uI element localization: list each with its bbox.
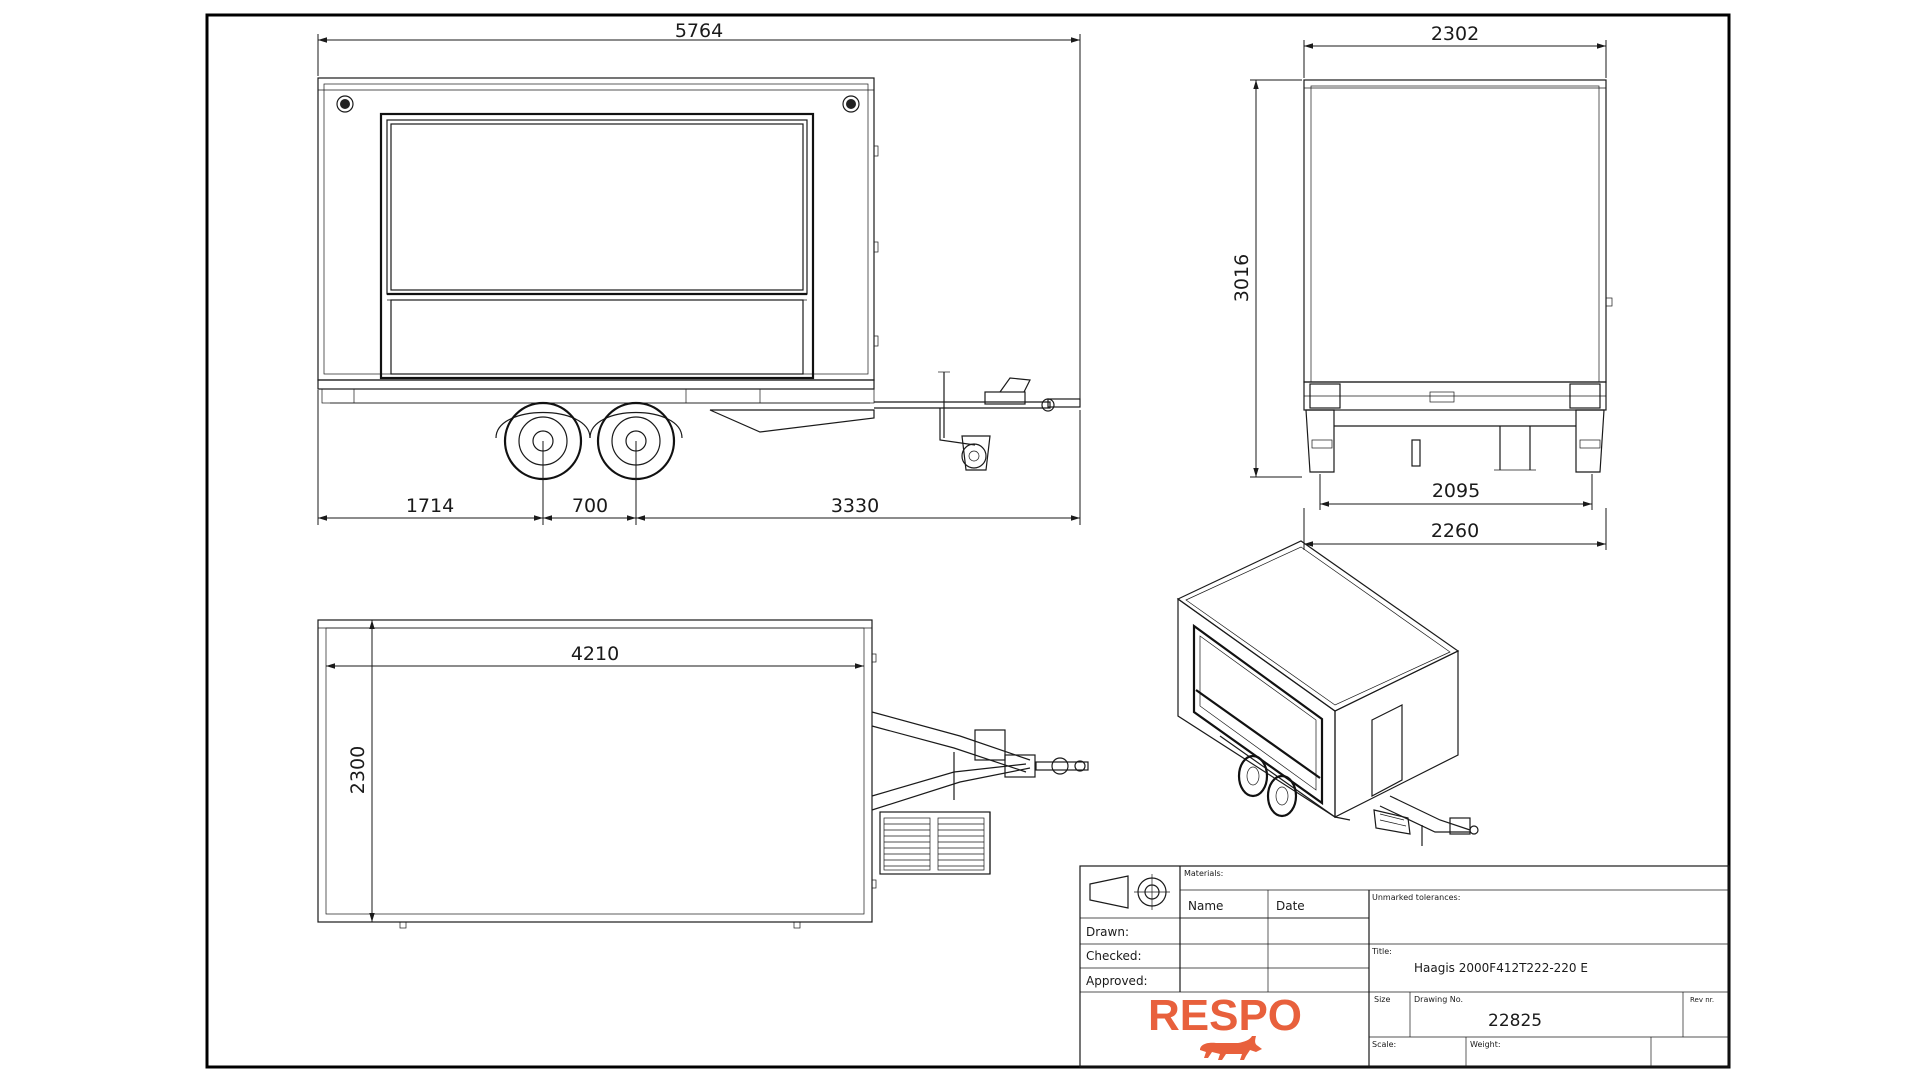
dim-rear-overhang: 1714 — [406, 495, 454, 517]
dim-body-length: 4210 — [571, 643, 619, 665]
drawn-label: Drawn: — [1086, 925, 1129, 939]
title-block: Materials: Unmarked tolerances: Name Dat… — [1079, 865, 1730, 1068]
approved-label: Approved: — [1086, 974, 1148, 988]
dim-track-width: 2095 — [1432, 480, 1480, 502]
dim-body-width: 2300 — [347, 746, 369, 794]
materials-label: Materials: — [1184, 869, 1223, 878]
tolerances-label: Unmarked tolerances: — [1372, 893, 1460, 902]
date-header: Date — [1276, 899, 1305, 913]
drawing-title: Haagis 2000F412T222-220 E — [1414, 961, 1588, 975]
respo-logo: RESPO — [1148, 991, 1302, 1040]
sheet-frame — [205, 13, 1731, 1069]
scale-label: Scale: — [1372, 1040, 1396, 1049]
isometric-view — [1176, 540, 1479, 846]
dim-outer-width: 2260 — [1431, 520, 1479, 542]
rear-view: 2302 3016 2095 2260 — [1231, 23, 1613, 550]
weight-label: Weight: — [1470, 1040, 1501, 1049]
name-header: Name — [1188, 899, 1223, 913]
size-label: Size — [1374, 995, 1391, 1004]
bull-icon — [1200, 1036, 1262, 1060]
dim-front-to-axle: 3330 — [831, 495, 879, 517]
third-angle-projection-icon — [1089, 874, 1170, 910]
dim-axle-spacing: 700 — [572, 495, 608, 517]
dim-overall-height: 3016 — [1231, 254, 1253, 302]
dim-overall-length: 5764 — [675, 20, 723, 42]
title-label: Title: — [1371, 947, 1392, 956]
rev-label: Rev nr. — [1690, 996, 1714, 1004]
dim-overall-width: 2302 — [1431, 23, 1479, 45]
drawing-number: 22825 — [1488, 1011, 1542, 1031]
side-view: 5764 1714 700 3330 — [317, 20, 1081, 525]
drawing-no-label: Drawing No. — [1414, 995, 1463, 1004]
top-view: 4210 2300 — [317, 619, 1089, 929]
checked-label: Checked: — [1086, 949, 1142, 963]
